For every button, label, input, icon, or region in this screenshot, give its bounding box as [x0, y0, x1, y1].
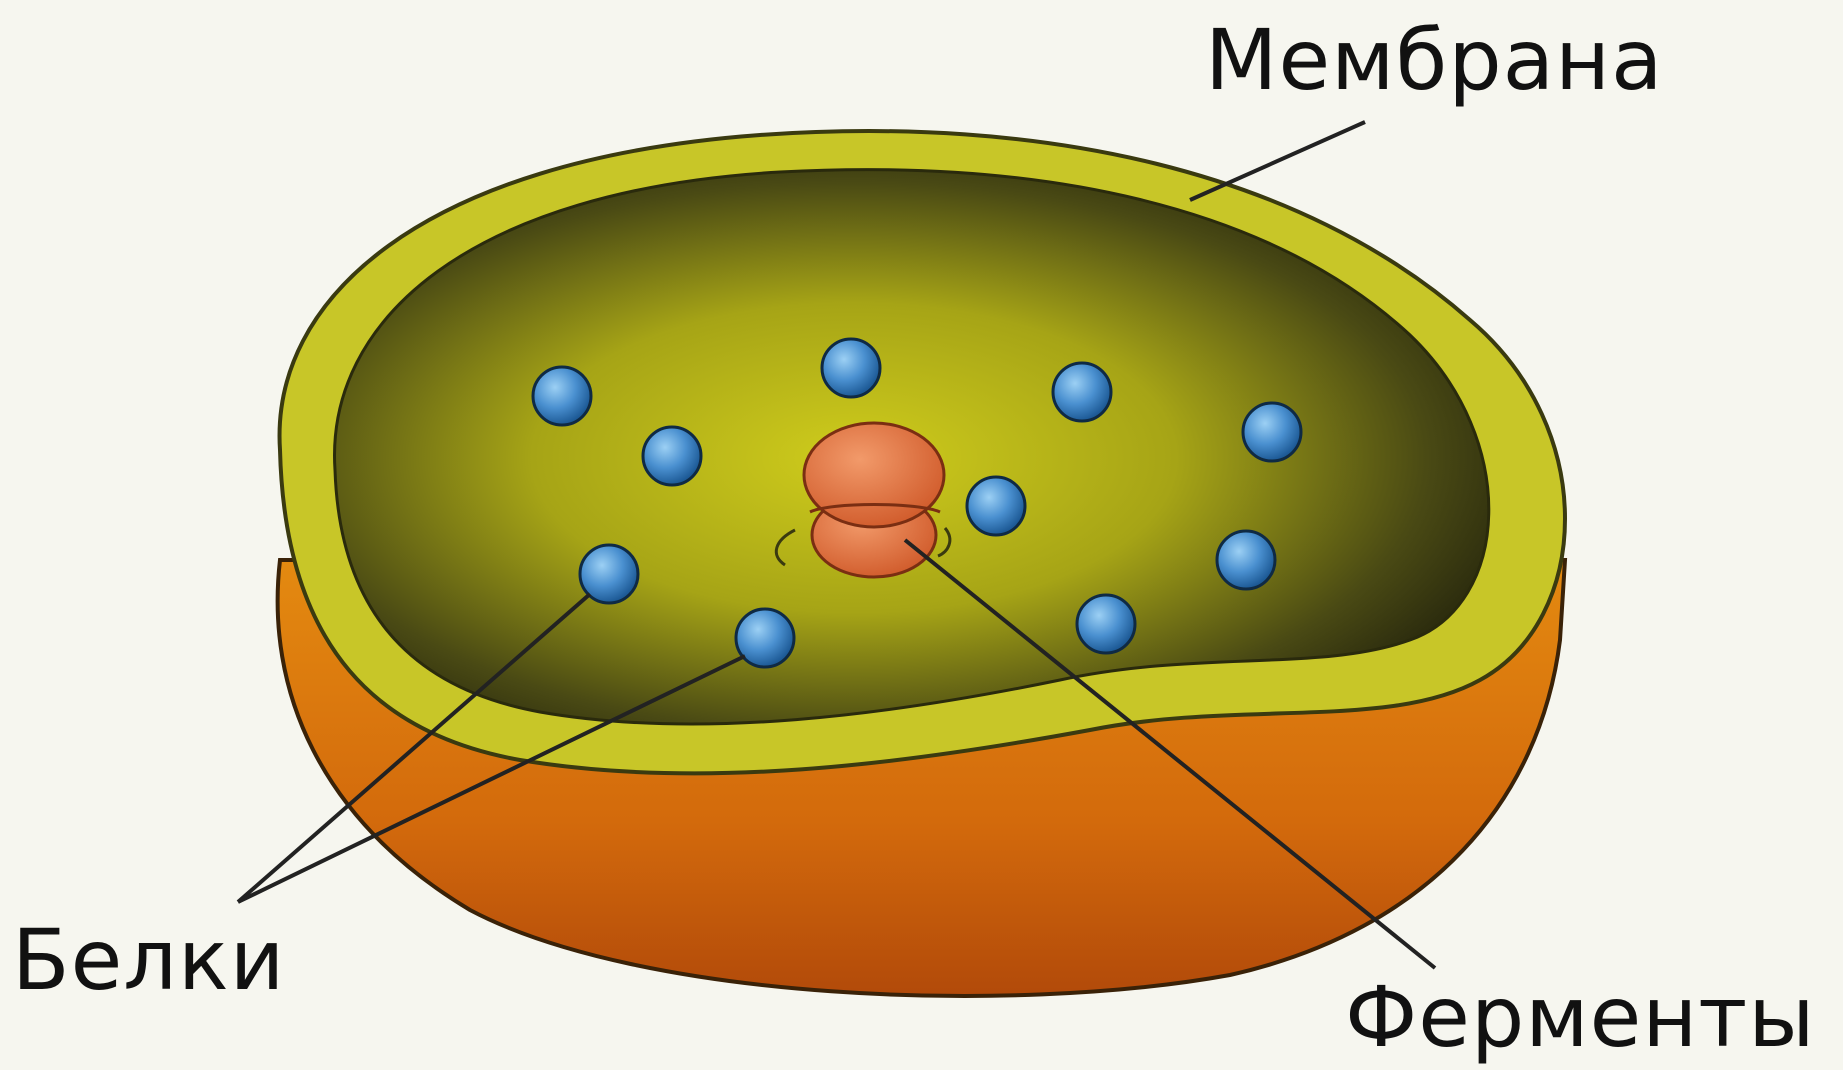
membrane-leader-line [1190, 122, 1365, 200]
protein [967, 477, 1025, 535]
protein [533, 367, 591, 425]
protein [1077, 595, 1135, 653]
proteins-label: Белки [12, 918, 285, 1002]
protein [1053, 363, 1111, 421]
protein [643, 427, 701, 485]
protein [1243, 403, 1301, 461]
protein [1217, 531, 1275, 589]
protein [822, 339, 880, 397]
membrane-label: Мембрана [1205, 18, 1664, 102]
enzymes-label: Ферменты [1345, 975, 1816, 1059]
